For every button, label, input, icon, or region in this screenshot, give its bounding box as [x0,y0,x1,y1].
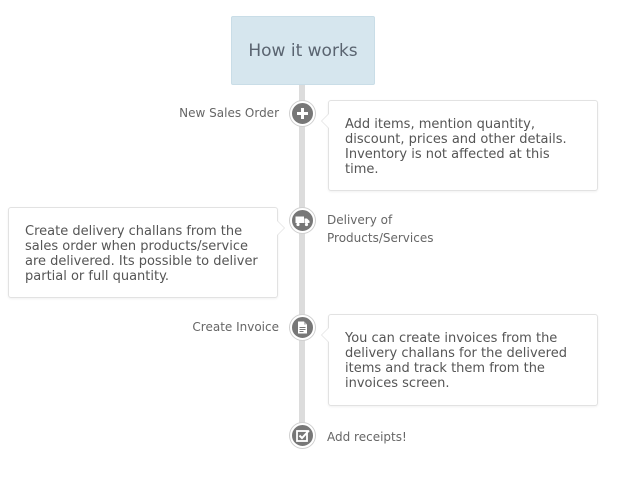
step-label-new-sales-order: New Sales Order [179,106,279,120]
step-label-delivery: Delivery of Products/Services [327,211,433,247]
document-icon [298,321,307,334]
step-card-new-sales-order: Add items, mention quantity, discount, p… [321,100,598,191]
step-node-add-receipts [290,423,315,448]
step-label-add-receipts: Add receipts! [327,430,407,444]
step-label-delivery-line1: Delivery of [327,213,393,227]
checkbox-icon [295,429,310,442]
timeline-line [299,85,305,425]
plus-icon [297,108,308,119]
step-node-new-sales-order [290,101,315,126]
step-card-create-invoice: You can create invoices from the deliver… [321,314,598,406]
step-label-delivery-line2: Products/Services [327,231,434,245]
step-description-create-invoice: You can create invoices from the deliver… [345,331,567,391]
step-description-delivery: Create delivery challans from the sales … [25,224,258,284]
step-label-create-invoice: Create Invoice [192,320,279,334]
header-title: How it works [248,40,358,61]
step-node-create-invoice [290,315,315,340]
step-card-delivery: Create delivery challans from the sales … [8,207,285,298]
step-node-delivery [290,208,315,233]
how-it-works-header: How it works [231,16,375,85]
step-description-new-sales-order: Add items, mention quantity, discount, p… [345,117,567,177]
truck-icon [295,216,310,226]
